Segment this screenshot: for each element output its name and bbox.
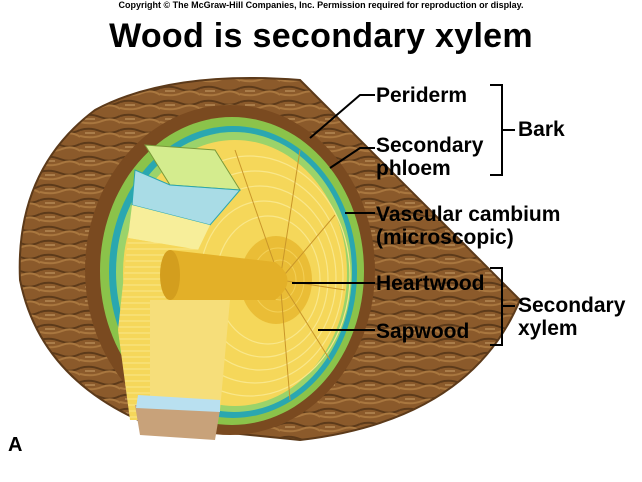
label-secondary-phloem-line1: Secondary	[376, 134, 484, 157]
bark-bottom-edge	[135, 405, 220, 440]
panel-letter: A	[8, 434, 23, 456]
sapwood-lower-band	[150, 300, 230, 420]
leader-lines	[292, 94, 375, 331]
label-vascular-cambium-line2: (microscopic)	[376, 226, 514, 249]
brackets	[490, 84, 515, 346]
label-vascular-cambium-line1: Vascular cambium	[376, 203, 561, 226]
copyright-notice: Copyright © The McGraw-Hill Companies, I…	[118, 0, 524, 10]
label-bark: Bark	[518, 118, 565, 141]
heartwood-cylinder	[165, 250, 288, 300]
phloem-wedge	[131, 169, 242, 226]
label-secondary-xylem-line2: xylem	[518, 317, 578, 340]
label-secondary-xylem-line1: Secondary	[518, 294, 626, 317]
label-heartwood: Heartwood	[376, 272, 485, 295]
wood-rays	[234, 149, 346, 401]
diagram-title: Wood is secondary xylem	[109, 17, 533, 55]
label-periderm: Periderm	[376, 84, 468, 107]
label-secondary-phloem-line2: phloem	[376, 157, 451, 180]
label-sapwood: Sapwood	[376, 320, 470, 343]
cambium-wedge	[128, 205, 210, 250]
